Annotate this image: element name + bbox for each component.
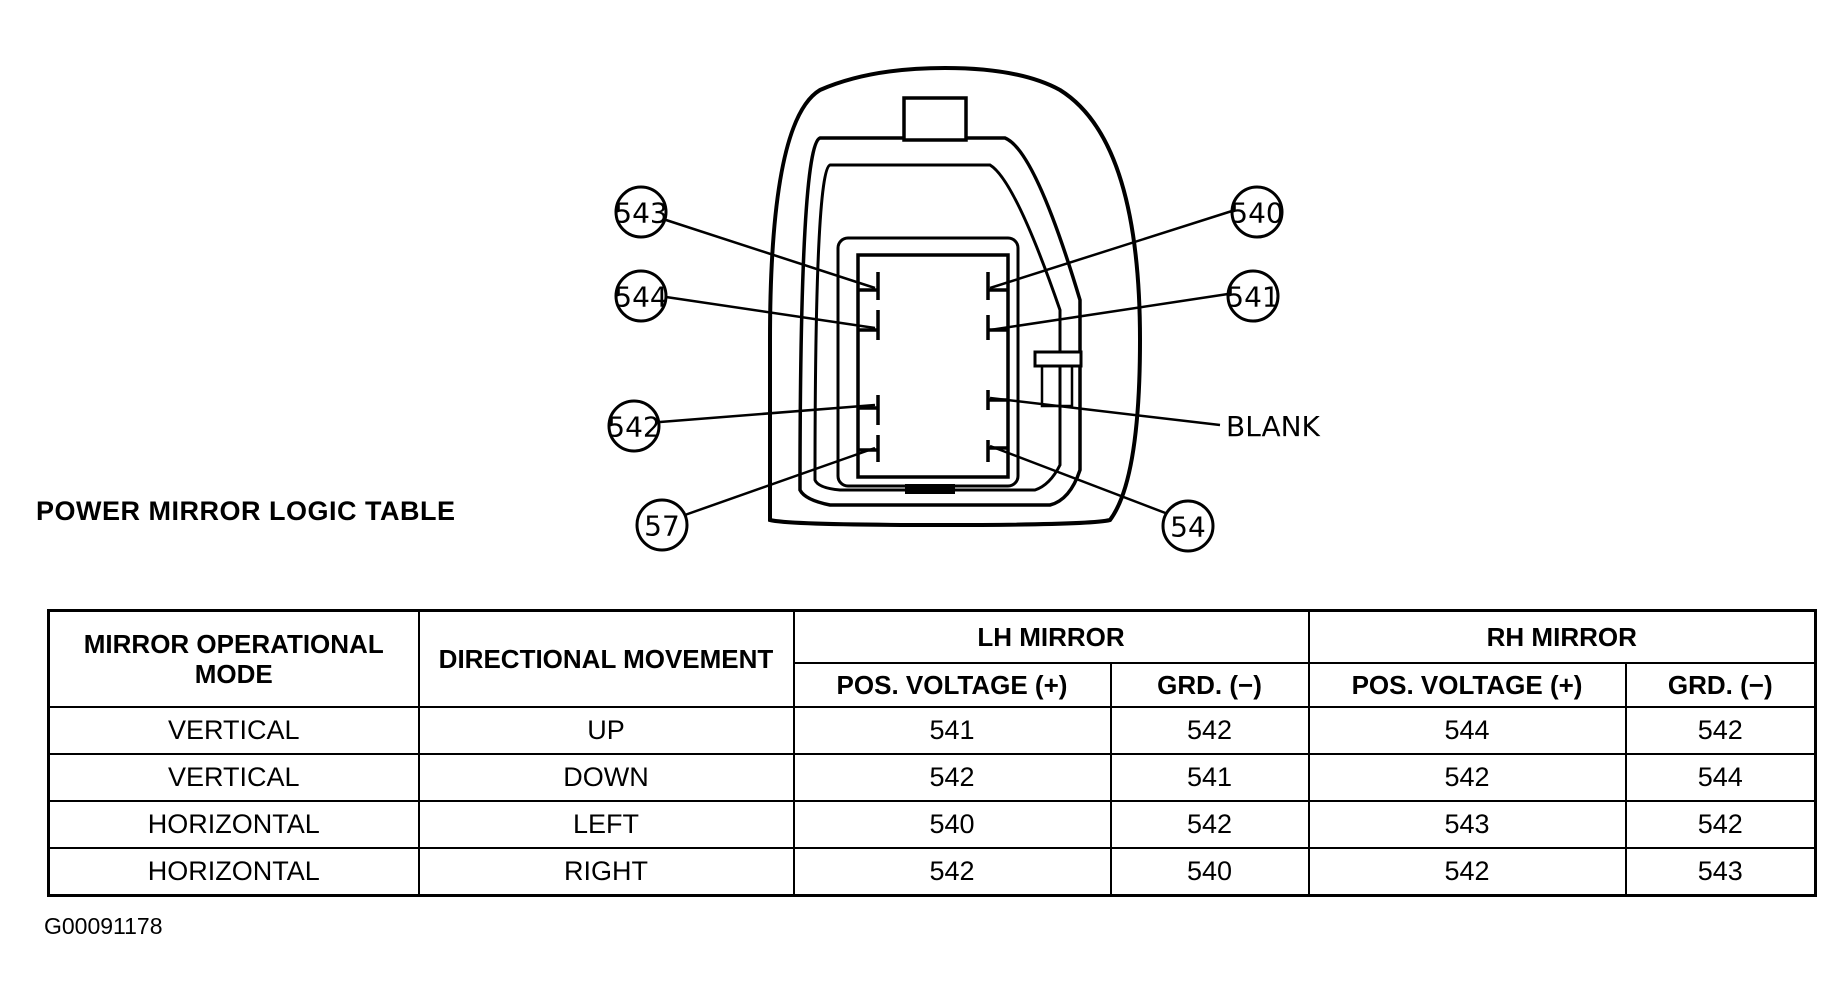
lh-grd-cell: 541	[1109, 753, 1310, 802]
callout-circle-54	[1161, 499, 1215, 553]
rh-pos-cell: 542	[1307, 753, 1627, 802]
callout-54: 54	[1170, 511, 1206, 544]
leader-line-blank	[989, 396, 1221, 427]
callout-circle-541	[1226, 269, 1280, 323]
direction-cell: LEFT	[417, 800, 795, 849]
callout-57: 57	[644, 510, 680, 543]
power-mirror-logic-table: MIRROR OPERATIONAL MODE DIRECTIONAL MOVE…	[47, 609, 1818, 897]
callout-540: 540	[1230, 197, 1283, 230]
table-row: VERTICAL DOWN 542 541 542 544	[47, 753, 1817, 802]
rh-mirror-header: RH MIRROR	[1307, 609, 1817, 664]
direction-cell: UP	[417, 706, 795, 755]
lh-grd-cell: 542	[1109, 706, 1310, 755]
connector-side-tab	[1033, 350, 1083, 368]
connector-latch	[902, 96, 968, 142]
terminal-left-2	[858, 310, 880, 340]
rh-grd-cell: 544	[1624, 753, 1817, 802]
lh-pos-header: POS. VOLTAGE (+)	[792, 662, 1112, 708]
lh-pos-cell: 542	[792, 847, 1112, 897]
table-title: POWER MIRROR LOGIC TABLE	[36, 496, 456, 526]
connector-inner-wall	[813, 163, 1062, 492]
leader-line-543	[665, 218, 876, 290]
direction-header: DIRECTIONAL MOVEMENT	[417, 609, 795, 708]
leader-line-540	[989, 209, 1233, 290]
terminal-left-1	[858, 272, 880, 300]
callout-541: 541	[1226, 281, 1279, 314]
mode-cell: VERTICAL	[47, 753, 420, 802]
figure-id: G00091178	[44, 913, 163, 939]
callout-circle-542	[607, 399, 661, 453]
rh-pos-header: POS. VOLTAGE (+)	[1307, 662, 1627, 708]
rh-grd-header: GRD. (−)	[1624, 662, 1817, 708]
lh-pos-cell: 540	[792, 800, 1112, 849]
callout-circle-543	[614, 185, 668, 239]
direction-cell: RIGHT	[417, 847, 795, 897]
rh-grd-cell: 543	[1624, 847, 1817, 897]
mode-cell: VERTICAL	[47, 706, 420, 755]
terminal-block	[856, 253, 1010, 479]
lh-grd-cell: 540	[1109, 847, 1310, 897]
callout-542: 542	[607, 411, 660, 444]
terminal-right-1	[986, 272, 1008, 300]
rh-grd-cell: 542	[1624, 800, 1817, 849]
callout-543: 543	[614, 197, 667, 230]
rh-grd-cell: 542	[1624, 706, 1817, 755]
terminal-left-3	[858, 395, 880, 425]
table-row: HORIZONTAL LEFT 540 542 543 542	[47, 800, 1817, 849]
connector-outer-shell	[767, 65, 1143, 528]
connector-side-tab-post	[1040, 364, 1074, 408]
table-row: VERTICAL UP 541 542 544 542	[47, 706, 1817, 755]
leader-line-541	[989, 292, 1229, 332]
callout-circle-57	[635, 498, 689, 552]
terminals-left	[858, 272, 880, 462]
table-row: HORIZONTAL RIGHT 542 540 542 543	[47, 847, 1817, 897]
mode-cell: HORIZONTAL	[47, 847, 420, 897]
leader-line-54	[989, 444, 1169, 516]
rh-pos-cell: 544	[1307, 706, 1627, 755]
callout-circle-540	[1230, 185, 1284, 239]
rh-pos-cell: 543	[1307, 800, 1627, 849]
rh-pos-cell: 542	[1307, 847, 1627, 897]
mode-cell: HORIZONTAL	[47, 800, 420, 849]
mode-header: MIRROR OPERATIONAL MODE	[47, 609, 420, 708]
lh-pos-cell: 542	[792, 753, 1112, 802]
lh-pos-cell: 541	[792, 706, 1112, 755]
connector-diagram: 543 544 542 57 540 541 54 BLANK	[607, 65, 1321, 553]
leader-line-542	[659, 403, 876, 424]
leader-line-57	[681, 446, 876, 518]
callout-544: 544	[614, 281, 667, 314]
direction-cell: DOWN	[417, 753, 795, 802]
lh-mirror-header: LH MIRROR	[792, 609, 1310, 664]
lh-grd-header: GRD. (−)	[1109, 662, 1310, 708]
callout-circle-544	[614, 269, 668, 323]
connector-inner-shell	[798, 136, 1082, 507]
blank-label: BLANK	[1226, 410, 1321, 443]
terminal-block-foot	[905, 484, 955, 494]
leader-line-544	[665, 295, 876, 330]
lh-grd-cell: 542	[1109, 800, 1310, 849]
